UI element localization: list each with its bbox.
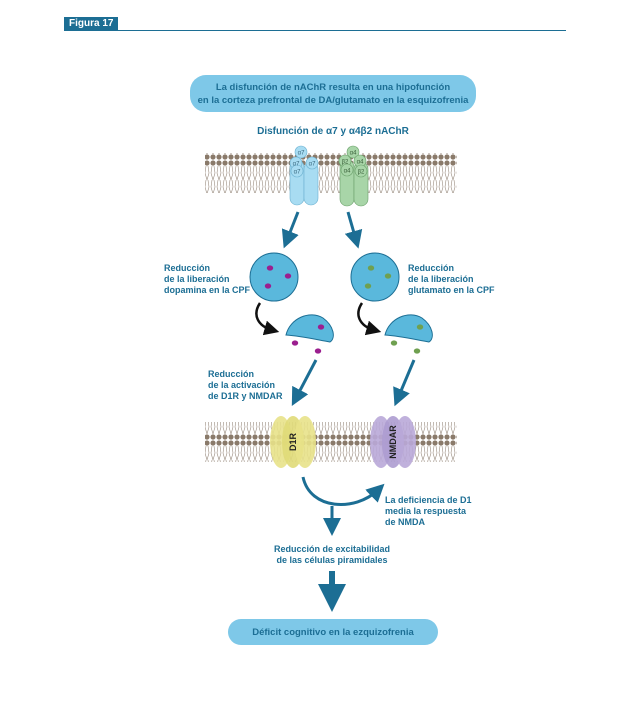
alpha7-receptor: α7 α7 α7 α7: [289, 145, 319, 206]
arrow-to-cognitive-deficit: [318, 571, 346, 612]
svg-text:de la liberación: de la liberación: [408, 274, 474, 284]
alpha7-subunit: α7: [309, 162, 316, 168]
dopamine-release-label: Reducción de la liberación dopamina en l…: [164, 263, 251, 295]
svg-text:glutamato en la CPF: glutamato en la CPF: [408, 285, 495, 295]
arrow-dopamine-to-d1r: [291, 359, 318, 406]
alpha4beta2-subunit: α4: [357, 160, 364, 166]
alpha4beta2-subunit: α4: [350, 151, 357, 157]
bottom-box-text: Déficit cognitivo en la ezquizofrenia: [252, 627, 414, 638]
svg-text:de D1R y NMDAR: de D1R y NMDAR: [208, 391, 283, 401]
svg-text:media la respuesta: media la respuesta: [385, 506, 467, 516]
svg-text:Reducción: Reducción: [408, 263, 454, 273]
dopamine-molecule: [291, 340, 299, 346]
alpha4beta2-subunit: β2: [358, 170, 365, 176]
svg-text:de la liberación: de la liberación: [164, 274, 230, 284]
dopamine-molecule: [264, 283, 272, 289]
top-summary-box: La disfunción de nAChR resulta en una hi…: [190, 75, 476, 112]
nmdar-receptor: NMDAR: [370, 416, 416, 468]
glutamate-molecule: [416, 324, 424, 330]
svg-text:Reducción: Reducción: [164, 263, 210, 273]
alpha4beta2-subunit: β2: [342, 160, 349, 166]
alpha4beta2-receptor: α4 β2 α4 α4 β2: [338, 145, 369, 207]
glutamate-molecule: [384, 273, 392, 279]
glutamate-vesicle: [350, 252, 400, 302]
svg-text:de NMDA: de NMDA: [385, 517, 425, 527]
dopamine-molecule: [317, 324, 325, 330]
arrow-alpha7-to-vesicle: [281, 211, 300, 249]
svg-text:Reducción de excitabilidad: Reducción de excitabilidad: [274, 544, 390, 554]
top-box-line-2: en la corteza prefrontal de DA/glutamato…: [198, 95, 470, 106]
release-arrow-dopamine: [255, 302, 280, 336]
alpha7-subunit: α7: [293, 162, 300, 168]
activation-label: Reducción de la activación de D1R y NMDA…: [208, 369, 283, 401]
glutamate-molecule: [364, 283, 372, 289]
dopamine-fusing-vesicle: [285, 314, 334, 354]
excitability-label: Reducción de excitabilidad de las célula…: [274, 544, 390, 565]
alpha7-subunit: α7: [298, 151, 305, 157]
deficiency-label: La deficiencia de D1 media la respuesta …: [385, 495, 472, 527]
dopamine-molecule: [266, 265, 274, 271]
arrow-glutamate-to-nmdar: [393, 359, 416, 407]
subtitle: Disfunción de α7 y α4β2 nAChR: [257, 126, 410, 137]
release-arrow-glutamate: [357, 302, 382, 336]
dopamine-molecule: [314, 348, 322, 354]
d1r-label: D1R: [288, 433, 298, 452]
nmdar-label: NMDAR: [388, 425, 398, 459]
alpha7-subunit: α7: [294, 170, 301, 176]
svg-text:de la activación: de la activación: [208, 380, 275, 390]
header-rule: [64, 30, 566, 31]
svg-text:dopamina en la CPF: dopamina en la CPF: [164, 285, 251, 295]
top-box-line-1: La disfunción de nAChR resulta en una hi…: [216, 82, 451, 93]
dopamine-vesicle: [249, 252, 299, 302]
glutamate-molecule: [390, 340, 398, 346]
glutamate-fusing-vesicle: [384, 314, 433, 354]
dopamine-molecule: [284, 273, 292, 279]
svg-text:La deficiencia de D1: La deficiencia de D1: [385, 495, 472, 505]
figure-label: Figura 17: [64, 17, 119, 30]
lower-membrane: [205, 422, 457, 462]
alpha4beta2-subunit: α4: [344, 169, 351, 175]
bottom-summary-box: Déficit cognitivo en la ezquizofrenia: [228, 619, 438, 645]
svg-text:de las células piramidales: de las células piramidales: [276, 555, 387, 565]
glutamate-release-label: Reducción de la liberación glutamato en …: [408, 263, 495, 295]
glutamate-molecule: [413, 348, 421, 354]
glutamate-molecule: [367, 265, 375, 271]
arrow-alpha4beta2-to-vesicle: [344, 211, 363, 249]
d1r-receptor: D1R: [270, 416, 316, 468]
svg-text:Reducción: Reducción: [208, 369, 254, 379]
upper-membrane: [205, 153, 457, 193]
d1-to-nmda-arrow: [301, 476, 385, 506]
